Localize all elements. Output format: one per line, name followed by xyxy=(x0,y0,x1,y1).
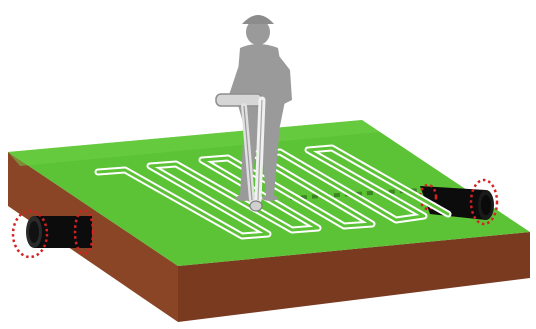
locator-display xyxy=(216,94,262,106)
operator-hat xyxy=(242,15,274,24)
locator-base xyxy=(250,201,262,211)
